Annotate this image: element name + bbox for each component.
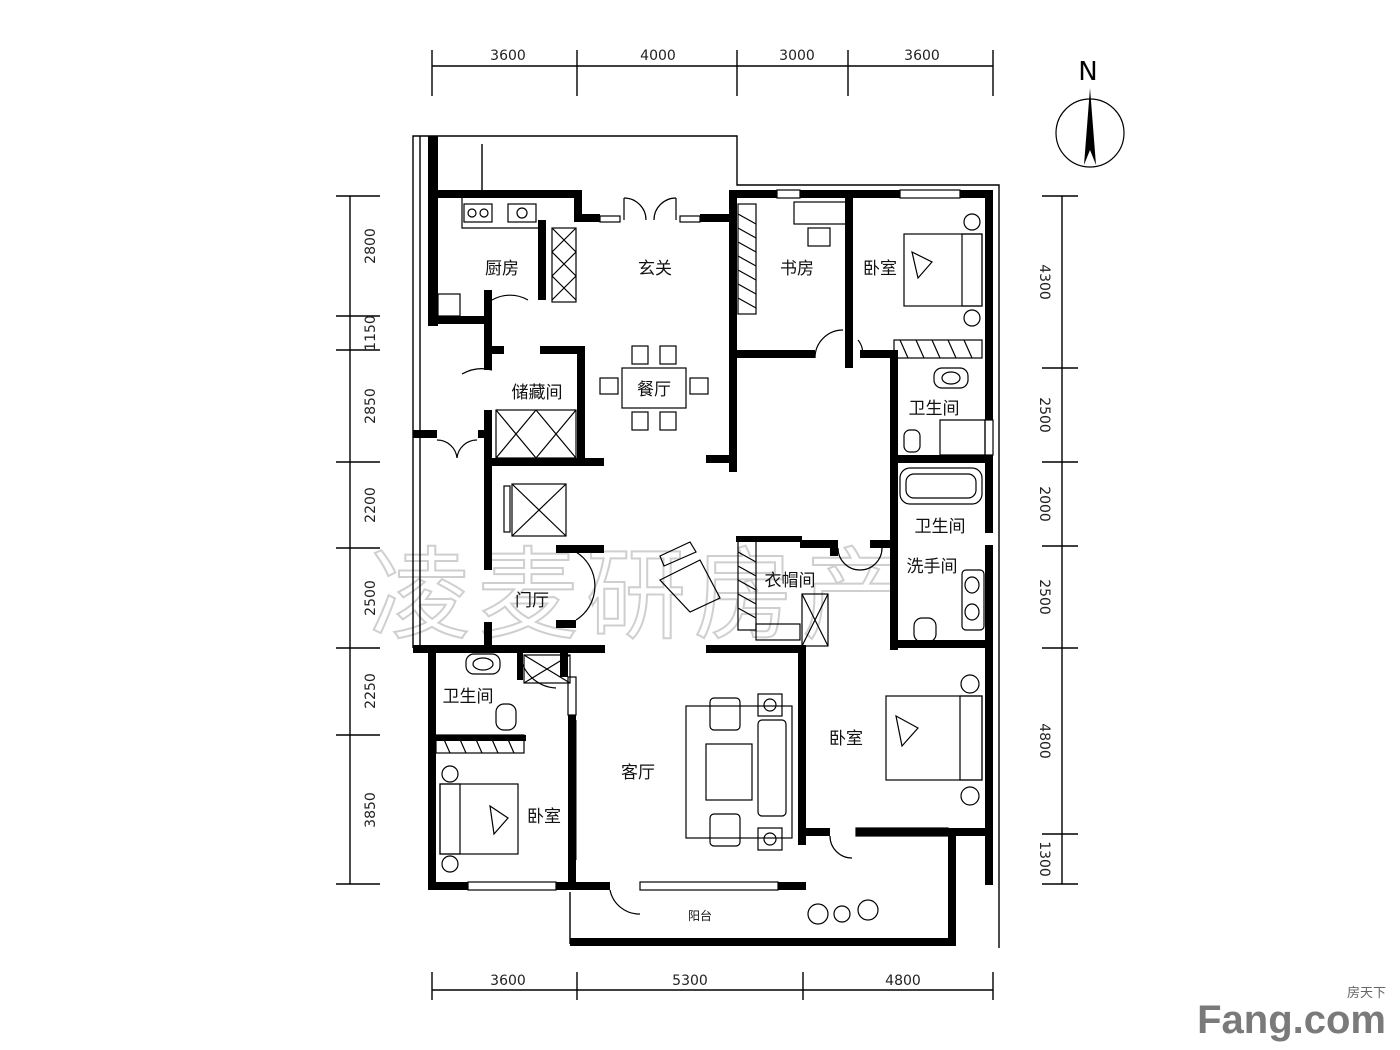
- doors-windows: [436, 189, 994, 915]
- storage-cabinets: [495, 409, 829, 684]
- dining-table: [599, 345, 709, 431]
- bed-ne: [893, 213, 983, 359]
- label-bath-e2: 卫生间: [915, 517, 966, 537]
- dim-bottom-1: 3600: [490, 973, 526, 989]
- label-entrance: 玄关: [638, 259, 672, 279]
- dim-top-4: 3600: [904, 48, 940, 64]
- brand-sub: 房天下: [1346, 986, 1386, 1001]
- dim-bottom-3: 4800: [885, 973, 921, 989]
- label-storage: 储藏间: [512, 383, 563, 403]
- dim-right-6: 1300: [1036, 841, 1052, 877]
- label-bedroom-sw: 卧室: [527, 807, 561, 827]
- bed-se: [885, 674, 983, 806]
- label-bath-sw: 卫生间: [443, 687, 494, 707]
- balcony-furniture: [807, 899, 879, 925]
- bath-east-fixtures: [899, 367, 986, 643]
- label-study: 书房: [780, 259, 814, 279]
- bath-sw-fixtures: [435, 653, 525, 754]
- brand-logo: 房天下 Fang.com: [1197, 987, 1386, 1040]
- dim-left-2: 1150: [363, 315, 379, 351]
- dim-top-2: 4000: [640, 48, 676, 64]
- label-bedroom-ne: 卧室: [863, 259, 897, 279]
- brand-main: Fang.com: [1197, 998, 1386, 1042]
- living-furniture: [685, 693, 793, 851]
- label-balcony: 阳台: [688, 908, 712, 923]
- dim-right-4: 2500: [1036, 579, 1052, 615]
- kitchen-fixtures: [437, 198, 577, 317]
- dim-bottom-2: 5300: [672, 973, 708, 989]
- label-bath-e1: 卫生间: [909, 399, 960, 419]
- terrace-outline: [412, 135, 1000, 948]
- label-washroom: 洗手间: [907, 557, 958, 577]
- dim-right-3: 2000: [1036, 486, 1052, 522]
- dim-left-7: 3850: [363, 792, 379, 828]
- dim-left-5: 2500: [363, 580, 379, 616]
- study-furniture: [737, 201, 847, 315]
- dim-left-1: 2800: [363, 228, 379, 264]
- bed-sw: [439, 765, 519, 873]
- compass-icon: N: [1055, 57, 1125, 168]
- label-cloakroom: 衣帽间: [765, 571, 816, 591]
- dim-left-6: 2250: [363, 673, 379, 709]
- label-kitchen: 厨房: [485, 259, 519, 279]
- label-bedroom-se: 卧室: [829, 729, 863, 749]
- dim-left-4: 2200: [363, 487, 379, 523]
- cloakroom-fixtures: [659, 539, 801, 641]
- label-dining: 餐厅: [637, 380, 671, 400]
- label-living: 客厅: [621, 763, 655, 783]
- dim-right-1: 4300: [1036, 264, 1052, 300]
- dimension-lines: [336, 50, 1078, 1000]
- watermark: 凌麦研房产: [370, 537, 910, 654]
- dim-top-3: 3000: [779, 48, 815, 64]
- label-foyer: 门厅: [515, 591, 549, 611]
- dim-top-1: 3600: [490, 48, 526, 64]
- dim-right-5: 4800: [1036, 723, 1052, 759]
- north-label: N: [1078, 57, 1097, 87]
- dim-right-2: 2500: [1036, 397, 1052, 433]
- dim-left-3: 2850: [363, 388, 379, 424]
